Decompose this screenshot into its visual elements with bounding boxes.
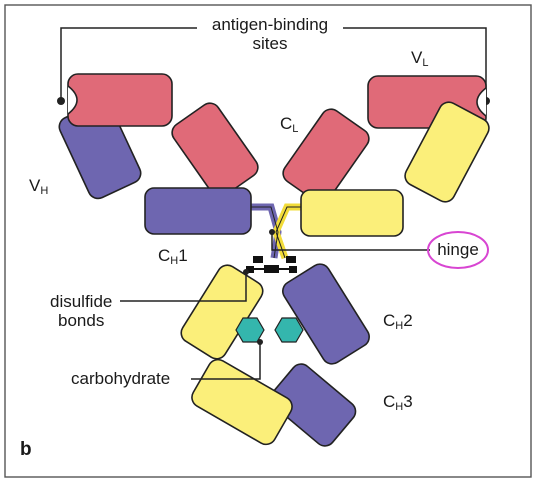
ch2-label-sub: H <box>395 320 404 332</box>
ch1-label-main: C <box>158 246 171 265</box>
ch2-label-num: 2 <box>403 311 413 330</box>
antigen-site-line-left <box>60 27 197 101</box>
domain-ch1 <box>144 187 252 235</box>
cl-label-main: C <box>280 114 293 133</box>
carbohydrate-leader-dot <box>257 339 263 345</box>
vh-label-sub: H <box>40 185 49 197</box>
antigen-binding-label-line2: sites <box>252 34 288 53</box>
domain-right-heavy-variable <box>404 101 490 203</box>
hinge-strand-outline-a <box>251 206 279 259</box>
carbohydrate-label: carbohydrate <box>71 369 171 388</box>
vl-label-sub: L <box>422 57 429 69</box>
hinge-highlight-circle <box>427 231 489 269</box>
ch3-label-main: C <box>383 392 396 411</box>
vl-label-main: V <box>411 48 423 67</box>
antigen-site-dot-left <box>57 97 65 105</box>
disulfide-marker <box>264 265 279 273</box>
figure-letter: b <box>20 439 32 460</box>
disulfide-leader-line <box>120 272 247 302</box>
antigen-site-line-right <box>343 27 487 101</box>
ch2-label-main: C <box>383 311 396 330</box>
ch2-label: CH2 <box>383 311 413 336</box>
disulfide-bonds-label: disulfide bonds <box>50 292 112 330</box>
hinge-leader-line <box>271 232 430 251</box>
vl-label: VL <box>411 48 428 73</box>
disulfide-label-line1: disulfide <box>50 292 113 311</box>
ch3-label-num: 3 <box>403 392 413 411</box>
carbohydrate-leader-line <box>191 342 261 380</box>
disulfide-marker <box>246 266 254 273</box>
figure-frame <box>4 4 532 478</box>
domain-left-light-variable <box>67 73 173 127</box>
ch3-label: CH3 <box>383 392 413 417</box>
ch1-label-sub: H <box>170 255 179 267</box>
antigen-binding-label-line1: antigen-binding <box>211 15 329 34</box>
carbohydrate-hexagon-right <box>274 317 304 343</box>
domain-ch2-light <box>180 264 264 360</box>
disulfide-leader-dot <box>243 269 249 275</box>
hinge-strand-outline-b <box>275 206 306 259</box>
ch3-label-sub: H <box>395 401 404 413</box>
cl-label-sub: L <box>292 123 299 135</box>
disulfide-marker <box>253 256 263 263</box>
disulfide-label-line2: bonds <box>58 311 105 330</box>
hinge-leader-dot <box>269 229 275 235</box>
antigen-binding-label: antigen-binding sites <box>197 15 343 53</box>
vh-label-main: V <box>29 176 41 195</box>
disulfide-marker <box>286 256 296 263</box>
hinge-label: hinge <box>437 240 479 259</box>
ch1-label-num: 1 <box>178 246 188 265</box>
domain-left-light-constant <box>171 102 259 198</box>
domain-ch3 <box>269 363 357 447</box>
cl-label: CL <box>280 114 298 139</box>
domain-right-heavy-constant <box>300 189 404 237</box>
domain-ch3-light <box>191 358 293 446</box>
ch1-label: CH1 <box>158 246 188 271</box>
domain-cl <box>282 108 370 204</box>
disulfide-marker <box>289 266 297 273</box>
vh-label: VH <box>29 176 48 201</box>
domain-ch2 <box>282 263 370 365</box>
